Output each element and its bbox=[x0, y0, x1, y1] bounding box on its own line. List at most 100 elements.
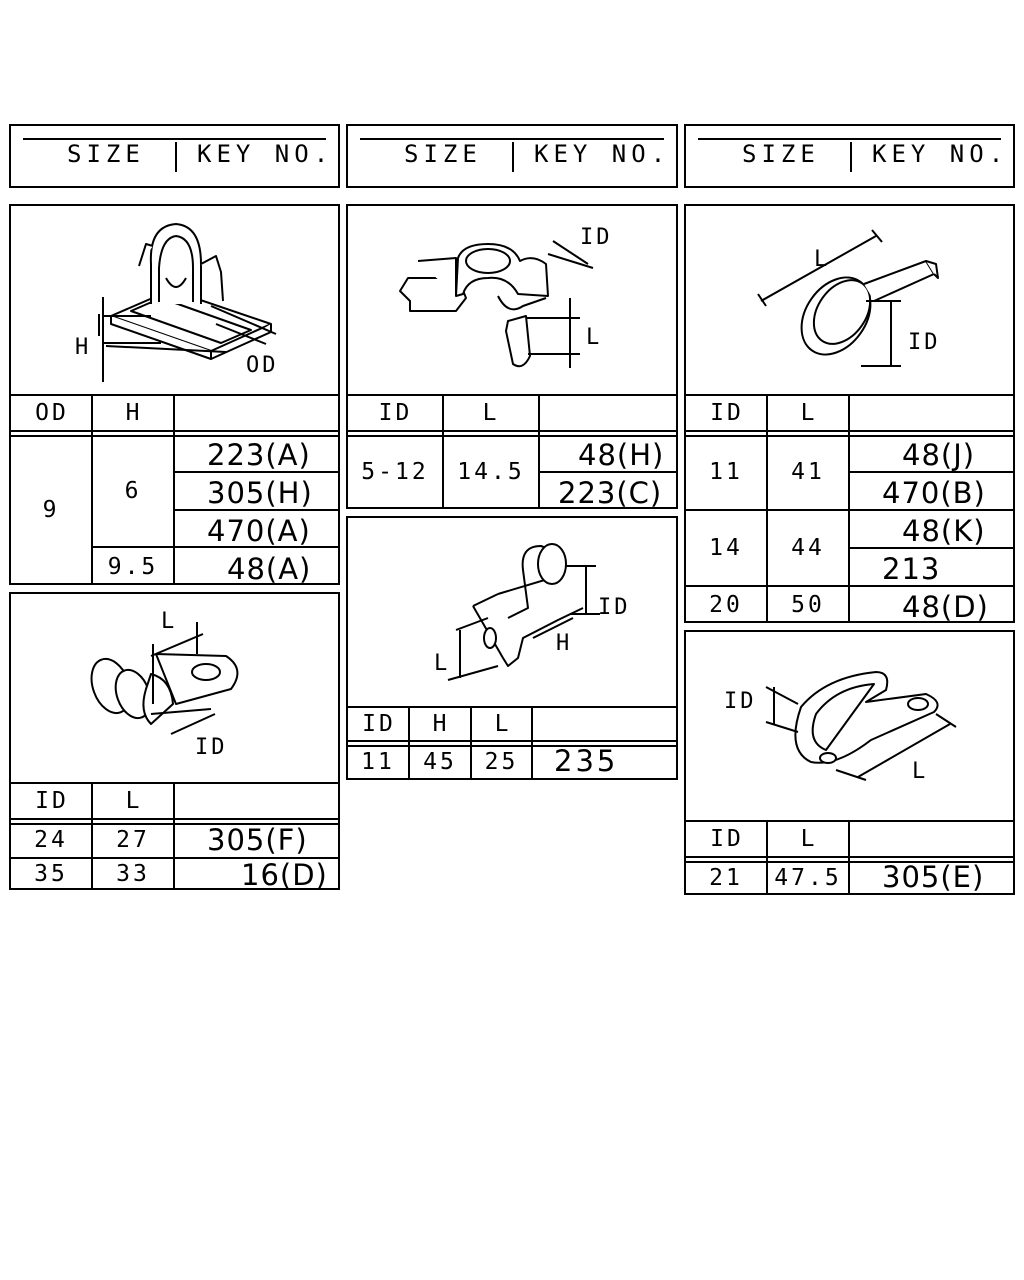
key-number: 305(F) bbox=[207, 823, 308, 857]
id-dimension-label: ID bbox=[908, 330, 941, 355]
row-rule bbox=[686, 509, 1013, 511]
ring-clamp-panel: L ID ID L 11 41 48(J) 470(B) 14 44 48(K)… bbox=[684, 204, 1015, 624]
l-dimension-label: L bbox=[814, 247, 830, 272]
row-rule bbox=[850, 471, 1013, 473]
column-divider bbox=[538, 394, 540, 507]
column-header-l: L bbox=[800, 826, 818, 852]
row-rule bbox=[93, 546, 338, 548]
header-rule bbox=[698, 138, 1001, 140]
l-dimension-label: L bbox=[586, 325, 602, 350]
p-clamp-panel: ID H L ID H L 11 45 25 235 bbox=[346, 516, 678, 780]
table-rule bbox=[348, 706, 676, 708]
cushion-clamp-table: ID L 24 27 305(F) 35 33 16(D) bbox=[11, 782, 338, 892]
key-number: 223(C) bbox=[558, 476, 663, 510]
table-header-rule bbox=[348, 740, 676, 747]
od-dimension-label: OD bbox=[246, 353, 279, 378]
column-header-h: H bbox=[125, 400, 143, 426]
loop-clamp-table: ID L 21 47.5 305(E) bbox=[686, 820, 1013, 894]
loop-clamp-panel: ID L ID L 21 47.5 305(E) bbox=[684, 630, 1015, 895]
row-rule bbox=[175, 509, 338, 511]
key-no-header: KEY NO. bbox=[534, 140, 671, 168]
od-value: 9 bbox=[42, 497, 60, 523]
column-header-l: L bbox=[482, 400, 500, 426]
l-value: 50 bbox=[791, 592, 825, 618]
cushion-clamp-drawing: L ID bbox=[90, 609, 239, 760]
column-divider bbox=[442, 394, 444, 507]
id-value: 21 bbox=[709, 865, 743, 891]
column-divider bbox=[766, 394, 768, 621]
column-divider bbox=[91, 782, 93, 888]
l-value: 27 bbox=[116, 827, 150, 853]
ring-clamp-drawing: L ID bbox=[757, 229, 941, 367]
column-header-l: L bbox=[125, 788, 143, 814]
id-value: 11 bbox=[361, 749, 395, 775]
key-number: 48(H) bbox=[578, 438, 665, 472]
header-divider bbox=[175, 142, 177, 172]
ring-clamp-illustration: L ID bbox=[686, 206, 1013, 394]
cushion-clamp-illustration: L ID bbox=[11, 594, 338, 782]
key-no-header: KEY NO. bbox=[872, 140, 1009, 168]
l-value: 47.5 bbox=[774, 865, 842, 891]
column-divider bbox=[408, 706, 410, 778]
key-number: 16(D) bbox=[241, 858, 328, 892]
column-header-id: ID bbox=[362, 711, 396, 737]
h-value-a: 6 bbox=[124, 478, 142, 504]
size-header: SIZE bbox=[404, 140, 482, 168]
id-dimension-label: ID bbox=[580, 225, 613, 250]
key-number: 305(E) bbox=[882, 860, 985, 894]
key-number: 235 bbox=[554, 744, 619, 778]
l-value: 14.5 bbox=[457, 459, 525, 485]
loop-clamp-illustration: ID L bbox=[686, 632, 1013, 820]
l-value: 41 bbox=[791, 459, 825, 485]
size-key-header-1: SIZE KEY NO. bbox=[9, 124, 340, 188]
h-dimension-label: H bbox=[556, 631, 572, 656]
key-number: 470(A) bbox=[207, 514, 311, 548]
l-dimension-label: L bbox=[912, 759, 928, 784]
l-dimension-label: L bbox=[434, 651, 450, 676]
id-value: 24 bbox=[34, 827, 68, 853]
ring-clamp-table: ID L 11 41 48(J) 470(B) 14 44 48(K) 213 … bbox=[686, 394, 1013, 624]
push-clip-illustration: H OD bbox=[11, 206, 338, 394]
cushion-clamp-panel: L ID ID L 24 27 305(F) 35 33 16(D) bbox=[9, 592, 340, 892]
column-divider bbox=[91, 394, 93, 583]
l-value: 25 bbox=[484, 749, 519, 775]
row-rule bbox=[850, 547, 1013, 549]
push-clip-table: OD H 9 6 9.5 223(A) 305(H) 470(A) 48(A) bbox=[11, 394, 338, 586]
table-rule bbox=[348, 394, 676, 396]
p-clamp-drawing: ID H L bbox=[434, 543, 631, 681]
id-dimension-label: ID bbox=[598, 595, 631, 620]
h-value-b: 9.5 bbox=[107, 553, 159, 580]
size-header: SIZE bbox=[67, 140, 145, 168]
header-rule bbox=[23, 138, 326, 140]
column-divider bbox=[848, 394, 850, 621]
row-rule bbox=[175, 471, 338, 473]
id-value: 5-12 bbox=[361, 459, 429, 485]
h-value: 45 bbox=[423, 749, 457, 775]
column-header-od: OD bbox=[35, 400, 69, 426]
id-dimension-label: ID bbox=[195, 735, 228, 760]
l-dimension-label: L bbox=[161, 609, 177, 634]
row-rule bbox=[11, 857, 338, 859]
table-header-rule bbox=[348, 430, 676, 437]
pipe-holder-drawing: ID L bbox=[399, 225, 613, 368]
push-clip-drawing: H OD bbox=[75, 223, 279, 382]
column-header-id: ID bbox=[710, 826, 744, 852]
key-number: 305(H) bbox=[207, 476, 313, 510]
column-divider bbox=[766, 820, 768, 893]
pipe-holder-illustration: ID L bbox=[348, 206, 676, 394]
p-clamp-illustration: ID H L bbox=[348, 518, 676, 706]
pipe-holder-panel: ID L ID L 5-12 14.5 48(H) 223(C) bbox=[346, 204, 678, 510]
column-divider bbox=[531, 706, 533, 778]
column-divider bbox=[173, 394, 175, 583]
header-divider bbox=[850, 142, 852, 172]
l-value: 44 bbox=[791, 535, 825, 561]
header-divider bbox=[512, 142, 514, 172]
column-header-id: ID bbox=[710, 400, 744, 426]
id-value: 20 bbox=[709, 592, 743, 618]
column-header-id: ID bbox=[378, 400, 413, 426]
column-header-l: L bbox=[494, 711, 512, 737]
key-no-header: KEY NO. bbox=[197, 140, 334, 168]
column-divider bbox=[173, 782, 175, 888]
key-number: 470(B) bbox=[882, 476, 986, 510]
key-number: 48(J) bbox=[902, 438, 976, 472]
